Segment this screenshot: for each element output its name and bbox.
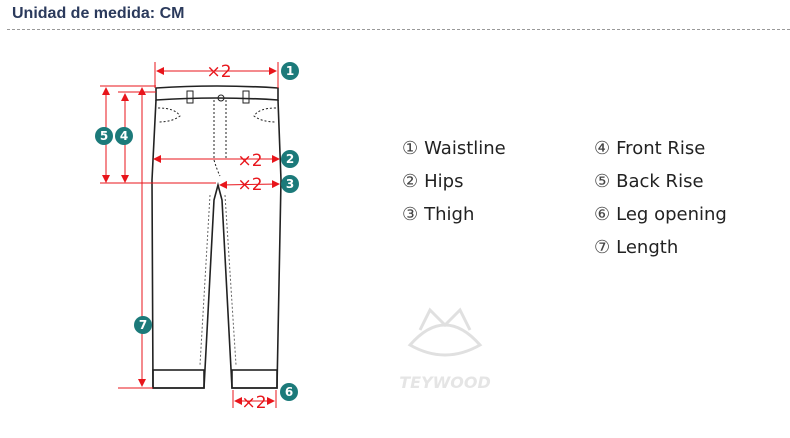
- multiplier-label: ×2: [241, 393, 266, 413]
- divider: [7, 29, 790, 30]
- badge-3: 3: [286, 177, 294, 191]
- legend-label: Front Rise: [616, 138, 706, 159]
- badge-4: 4: [120, 129, 128, 143]
- legend-label: Leg opening: [616, 204, 727, 225]
- badge-6: 6: [285, 385, 293, 399]
- legend-number: ①: [402, 138, 419, 159]
- watermark-logo: TEYWOOD: [399, 307, 491, 392]
- multiplier-label: ×2: [237, 151, 262, 171]
- multiplier-label: ×2: [237, 175, 262, 195]
- badge-2: 2: [286, 152, 294, 166]
- legend-label: Waistline: [424, 138, 506, 159]
- legend-label: Thigh: [424, 204, 475, 225]
- page-title: Unidad de medida: CM: [12, 5, 185, 22]
- badges: [95, 62, 299, 401]
- legend-label: Hips: [424, 171, 464, 192]
- legend-label: Back Rise: [616, 171, 704, 192]
- pants-outline: [151, 85, 282, 389]
- measurement-lines: [100, 62, 280, 408]
- legend-number: ③: [402, 204, 419, 225]
- legend-number: ④: [594, 138, 611, 159]
- legend-number: ②: [402, 171, 419, 192]
- legend-label: Length: [616, 237, 679, 258]
- multiplier-label: ×2: [206, 62, 231, 82]
- badge-7: 7: [139, 318, 147, 332]
- legend-number: ⑥: [594, 204, 611, 225]
- legend-number: ⑤: [594, 171, 611, 192]
- legend-number: ⑦: [594, 237, 611, 258]
- svg-text:TEYWOOD: TEYWOOD: [399, 373, 491, 392]
- badge-1: 1: [286, 64, 294, 78]
- badge-5: 5: [100, 129, 108, 143]
